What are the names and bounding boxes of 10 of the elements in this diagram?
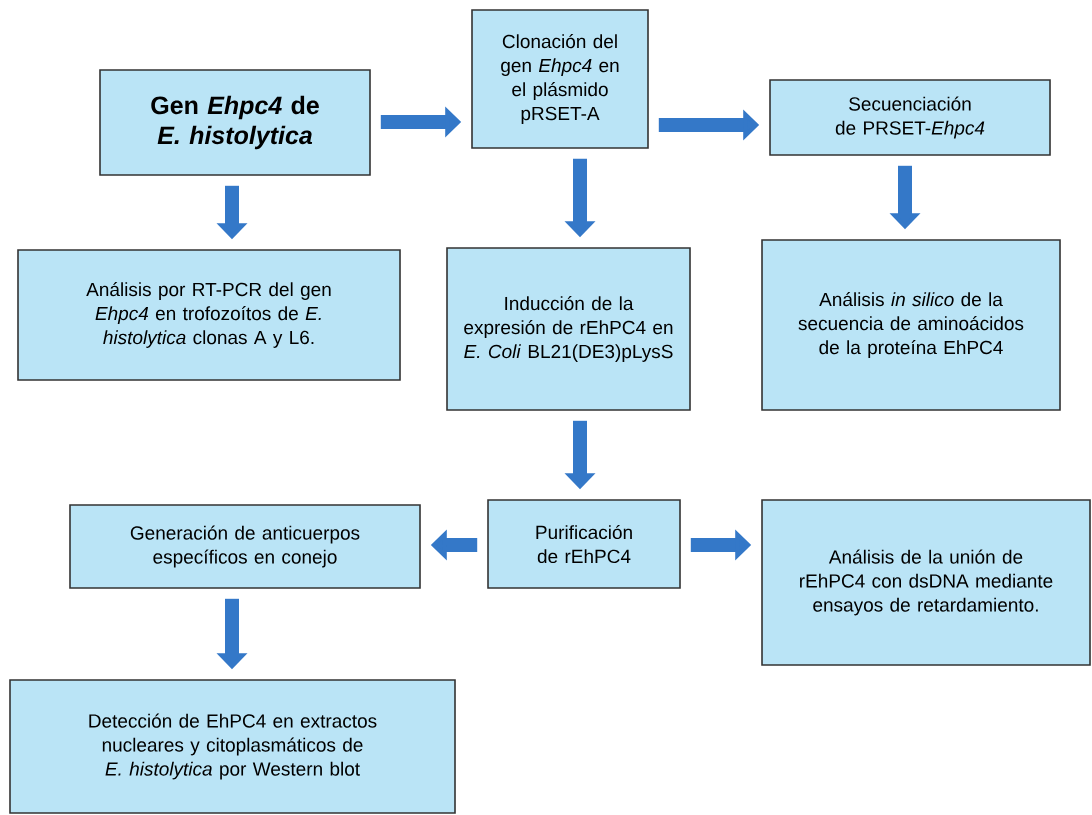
process-box: Secuenciación de PRSET-Ehpc4 <box>769 79 1051 156</box>
process-box: Análisis in silico de la secuencia de aminoácidos de la proteína EhPC4 <box>761 239 1061 411</box>
process-box: Inducción de la expresión de rEhPC4 en E. Coli BL21(DE3)pLysS <box>446 247 691 411</box>
process-box: Gen Ehpc4 de E. histolytica <box>99 69 371 176</box>
process-box: Generación de anticuerpos específicos en conejo <box>69 504 421 589</box>
process-box: Análisis de la unión de rEhPC4 con dsDNA mediante ensayos de retardamiento. <box>761 499 1091 666</box>
process-box: Análisis por RT-PCR del gen Ehpc4 en trofozoítos de E. histolytica clonas A y L6. <box>17 249 401 381</box>
process-box: Detección de EhPC4 en extractos nucleares y citoplasmáticos de E. histolytica por Western blot <box>9 679 456 814</box>
process-box: Clonación del gen Ehpc4 en el plásmido pRSET-A <box>471 9 649 149</box>
process-box: Purificación de rEhPC4 <box>487 499 681 589</box>
